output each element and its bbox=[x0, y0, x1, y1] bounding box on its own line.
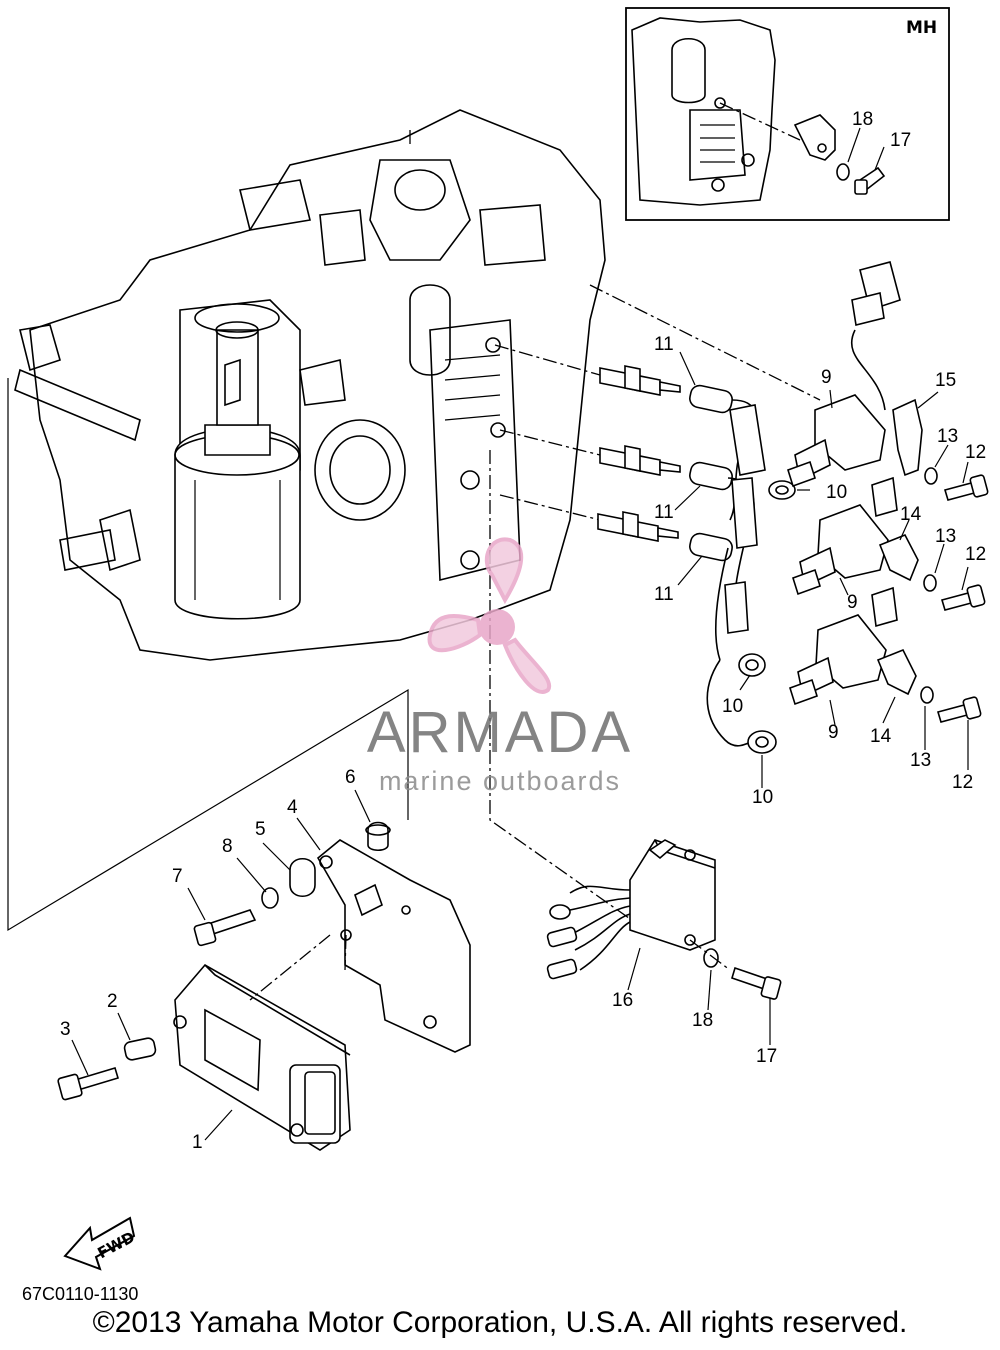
callout-12-lower: 12 bbox=[952, 772, 973, 793]
callout-11-lower: 11 bbox=[654, 584, 674, 605]
ignition-leads bbox=[706, 399, 766, 747]
coil-upper bbox=[787, 261, 901, 488]
callout-13-lower: 13 bbox=[910, 750, 931, 771]
callout-12-middle: 12 bbox=[965, 544, 986, 565]
callout-15: 15 bbox=[935, 370, 956, 391]
coil-middle bbox=[792, 476, 898, 596]
callout-5: 5 bbox=[255, 819, 266, 840]
callout-7: 7 bbox=[172, 866, 183, 887]
callout-12-upper: 12 bbox=[965, 442, 986, 463]
callout-10-middle: 10 bbox=[722, 696, 743, 717]
leader-lines bbox=[7, 284, 821, 941]
propeller-logo-icon bbox=[427, 537, 552, 694]
copyright-notice: ©2013 Yamaha Motor Corporation, U.S.A. A… bbox=[92, 1306, 908, 1339]
clamps bbox=[876, 398, 923, 696]
watermark-title: ARMADA bbox=[367, 700, 633, 765]
callout-13-middle: 13 bbox=[935, 526, 956, 547]
ignition-coils bbox=[787, 261, 901, 706]
callout-3: 3 bbox=[60, 1019, 71, 1040]
lower-hardware bbox=[57, 821, 391, 1101]
callout-9-lower: 9 bbox=[828, 722, 839, 743]
starter-motor bbox=[174, 303, 301, 620]
rectifier-regulator bbox=[546, 839, 782, 1000]
callout-17: 17 bbox=[756, 1046, 777, 1067]
callout-8: 8 bbox=[222, 836, 233, 857]
callout-4: 4 bbox=[287, 797, 298, 818]
spark-plug-lower bbox=[499, 494, 679, 542]
callout-14-lower: 14 bbox=[870, 726, 892, 747]
callout-9-upper: 9 bbox=[821, 367, 832, 388]
callout-11-middle: 11 bbox=[654, 502, 674, 523]
callout-9-middle: 9 bbox=[847, 592, 858, 613]
callout-10-upper: 10 bbox=[826, 482, 847, 503]
callout-18: 18 bbox=[692, 1010, 713, 1031]
spark-plugs bbox=[494, 344, 681, 542]
callout-16: 16 bbox=[612, 990, 633, 1011]
callout-2: 2 bbox=[107, 991, 118, 1012]
watermark-subtitle: marine outboards bbox=[379, 766, 621, 796]
inset-tag: MH bbox=[906, 18, 937, 38]
callout-10-lower: 10 bbox=[752, 787, 773, 808]
armada-watermark: ARMADA marine outboards bbox=[367, 537, 633, 796]
cdi-unit bbox=[173, 963, 351, 1151]
inset-mh-panel: MH bbox=[625, 7, 950, 221]
engine-block bbox=[14, 109, 606, 661]
spark-plug-middle bbox=[499, 429, 681, 476]
washers-and-bolts bbox=[920, 467, 989, 723]
callout-1: 1 bbox=[192, 1132, 203, 1153]
plug-caps bbox=[689, 384, 733, 562]
coil-lower bbox=[789, 586, 898, 706]
fwd-arrow-icon: FWD bbox=[63, 1216, 138, 1271]
mounting-bracket bbox=[249, 839, 471, 1053]
callout-17-inset: 17 bbox=[890, 130, 911, 151]
spark-plug-upper bbox=[494, 344, 681, 396]
grommets bbox=[738, 480, 796, 754]
diagram-code: 67C0110-1130 bbox=[22, 1284, 139, 1304]
callout-14-upper: 14 bbox=[900, 504, 922, 525]
callout-labels: 1 2 3 4 5 6 7 8 9 9 9 10 10 10 11 11 11 … bbox=[60, 109, 986, 1153]
callout-6: 6 bbox=[345, 767, 356, 788]
callout-11-upper: 11 bbox=[654, 334, 674, 355]
callout-leaders bbox=[71, 127, 969, 1141]
callout-18-inset: 18 bbox=[852, 109, 873, 130]
callout-13-upper: 13 bbox=[937, 426, 958, 447]
